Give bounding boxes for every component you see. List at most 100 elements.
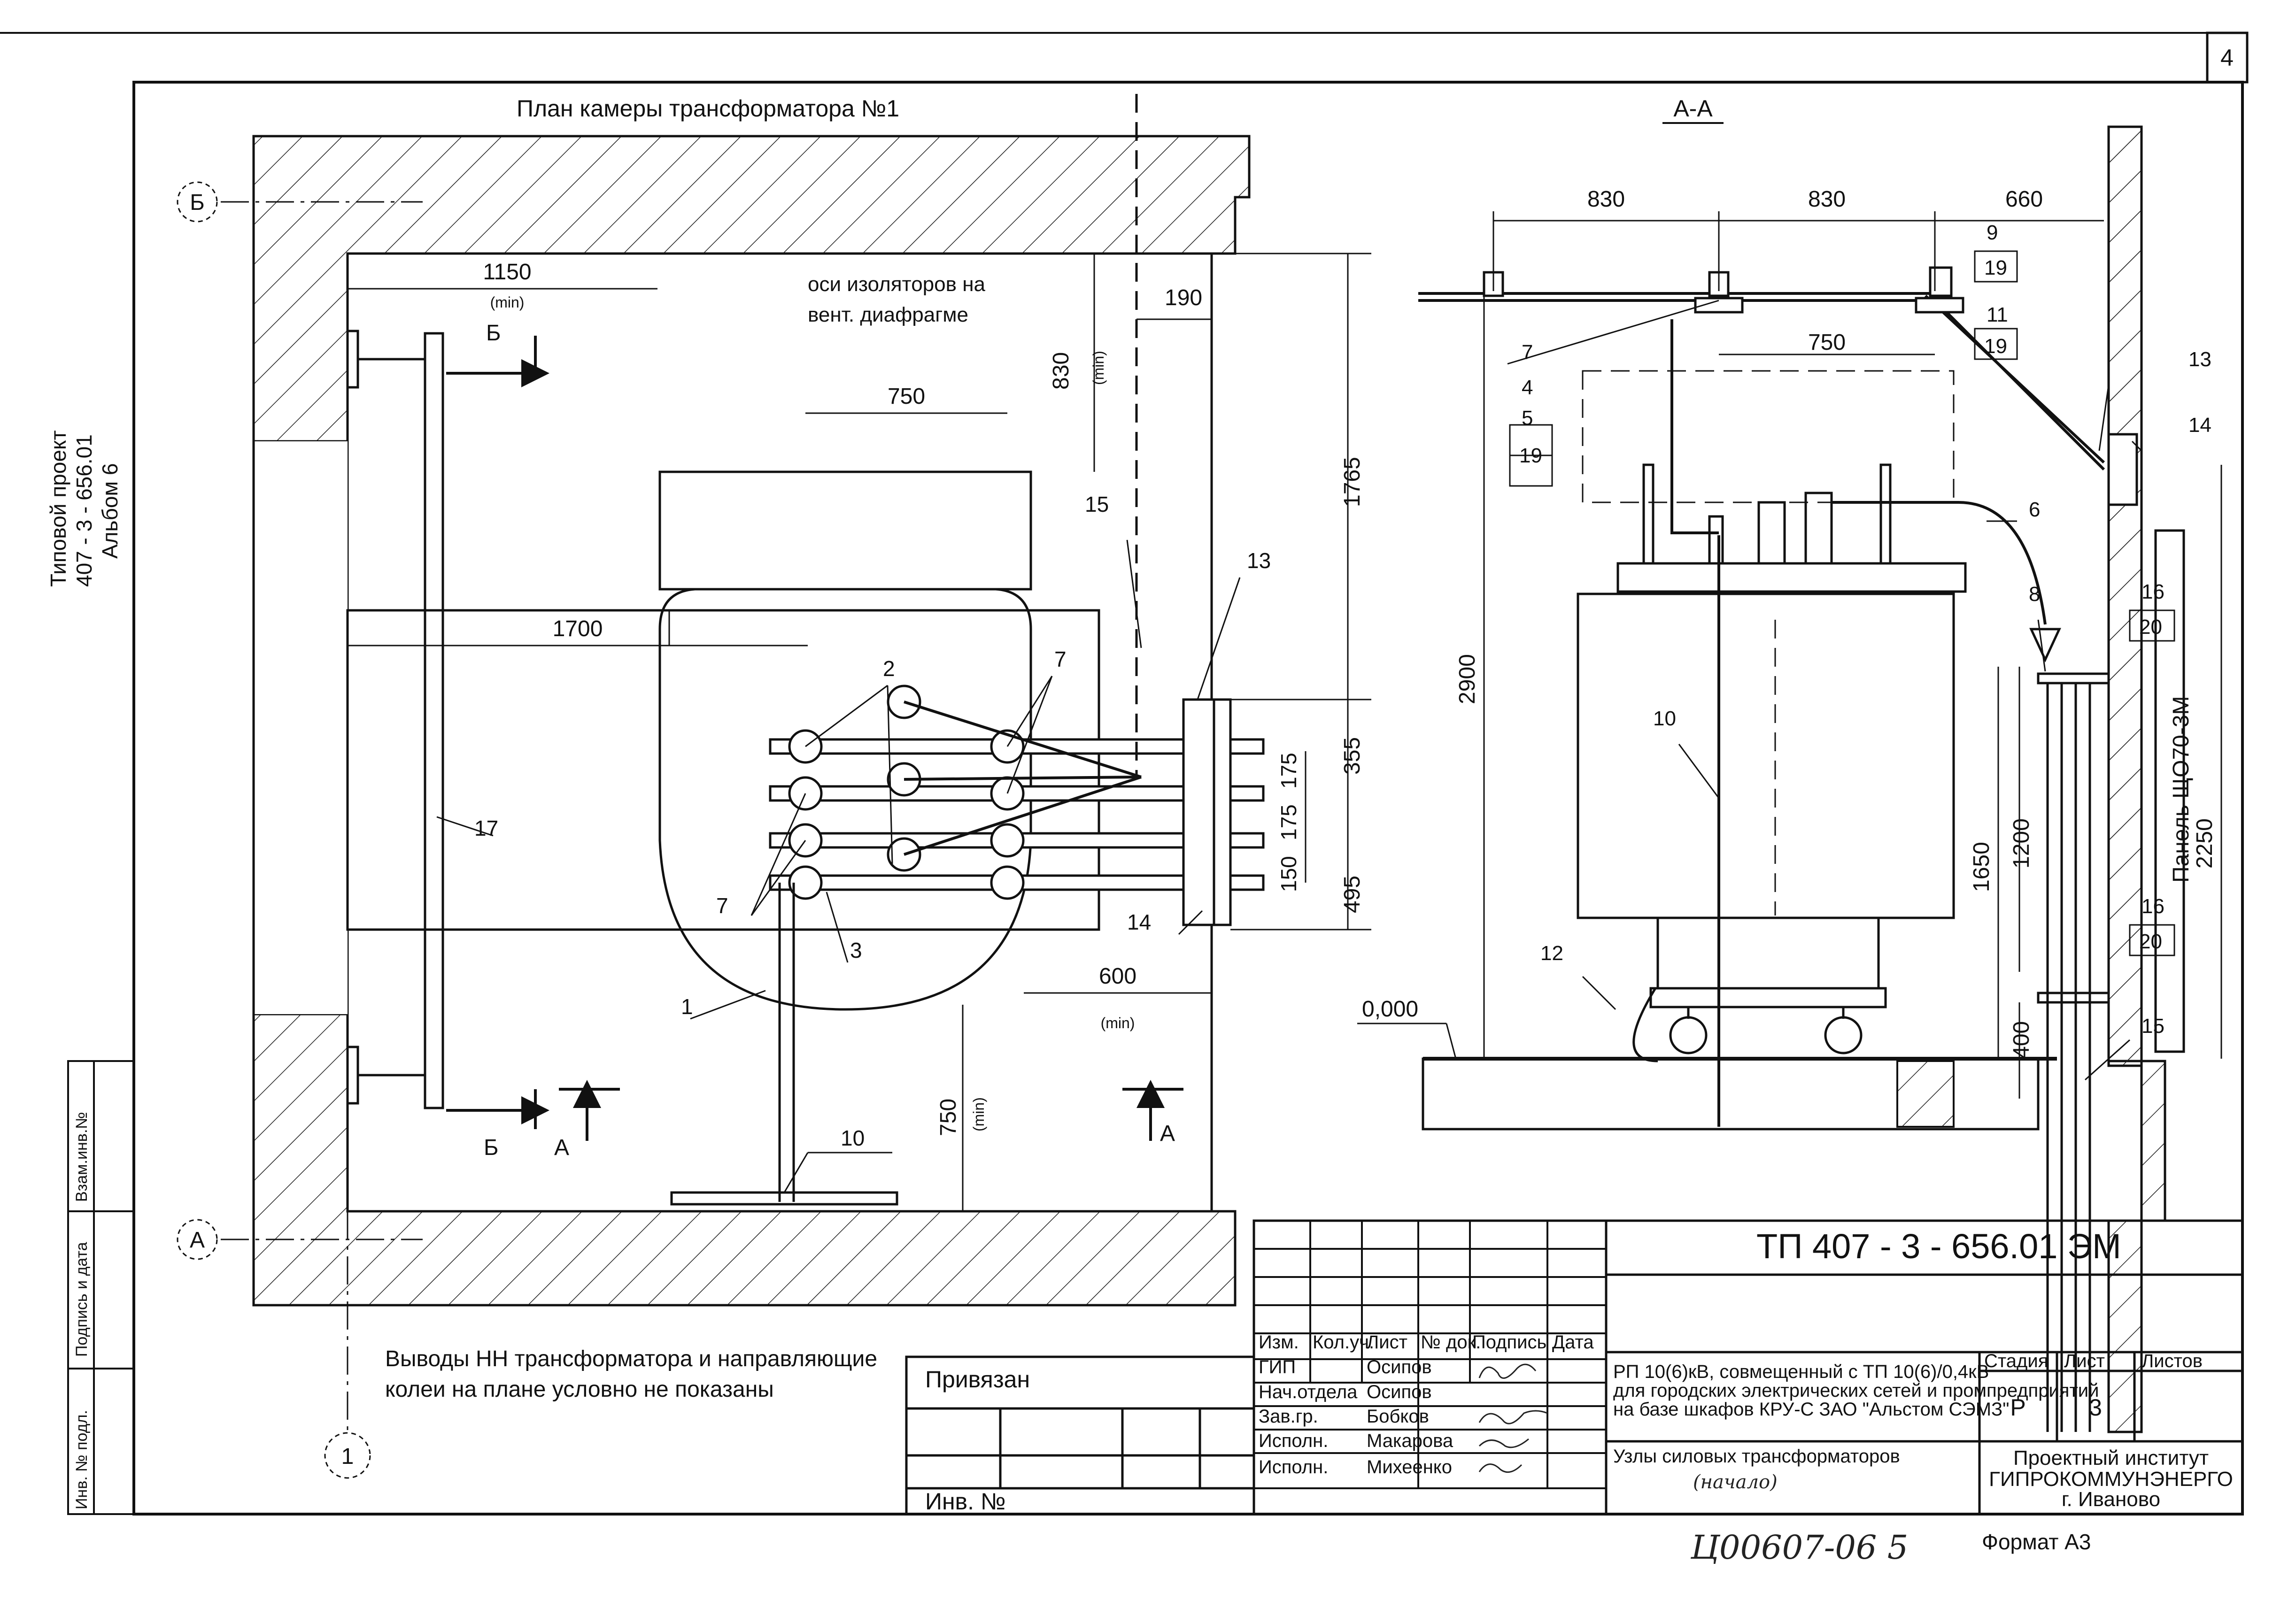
callout-plan-1: 1 [681, 994, 693, 1019]
tb-org-1: Проектный институт [2013, 1446, 2209, 1470]
tb-desc-1: РП 10(6)кВ, совмещенный с ТП 10(6)/0,4кВ [1613, 1362, 1989, 1382]
tb-head-data: Дата [1552, 1332, 1594, 1353]
dim-175a: 175 [1276, 753, 1301, 789]
signatures [1478, 1363, 1548, 1473]
sec-callout-16a: 16 [2141, 580, 2165, 603]
dim-750b: 750 [936, 1099, 961, 1136]
tb-lists-label: Листов [2141, 1351, 2203, 1371]
wall-passage [1182, 698, 1232, 926]
sec-callout-19c: 19 [1519, 444, 1542, 467]
sec-callout-16b: 16 [2141, 895, 2165, 918]
sheet-number: 4 [2220, 45, 2234, 71]
plan-title: План камеры трансформатора №1 [517, 95, 899, 122]
project-line-1: Типовой проект [46, 430, 70, 587]
sec-callout-7: 7 [1522, 341, 1533, 364]
sec-callout-13: 13 [2188, 348, 2211, 371]
tb-role-4: Исполн. [1259, 1457, 1328, 1477]
tb-name-1: Осипов [1367, 1382, 1432, 1402]
tb-desc-2: для городских электрических сетей и пром… [1613, 1380, 2099, 1401]
tb-head-doc: № док. [1421, 1332, 1481, 1353]
tb-name-2: Бобков [1367, 1406, 1429, 1427]
tb-name-3: Макарова [1367, 1431, 1453, 1451]
dim-190: 190 [1165, 285, 1202, 310]
sec-callout-20b: 20 [2139, 930, 2162, 953]
dim-1765: 1765 [1340, 457, 1365, 507]
tb-org-3: г. Иваново [2062, 1488, 2160, 1511]
stamp-vzam: Взам.инв.№ [73, 1112, 91, 1202]
axis-b-marker [177, 181, 218, 223]
dim-495: 495 [1340, 876, 1365, 913]
plan-dimensions [348, 253, 1371, 1211]
dim-min-2: (min) [1090, 351, 1107, 385]
tb-role-2: Зав.гр. [1259, 1406, 1318, 1427]
project-line-2: 407 - 3 - 656.01 [72, 434, 96, 587]
callout-plan-7a: 7 [716, 893, 728, 918]
transformer-plan [346, 470, 1100, 1011]
tb-sheet-title-2: (начало) [1693, 1471, 1778, 1493]
callout-plan-13: 13 [1247, 548, 1271, 573]
stamp-podpis: Подпись и дата [73, 1242, 91, 1357]
callout-plan-17: 17 [474, 816, 498, 840]
sec-dim-1200: 1200 [2009, 818, 2034, 869]
axis-a-marker [177, 1219, 218, 1260]
tb-head-kol: Кол.уч. [1313, 1332, 1374, 1353]
callout-plan-2: 2 [883, 656, 895, 681]
section-dimensions [1483, 211, 2222, 1099]
axis-a-label: А [190, 1228, 205, 1253]
axis-1-marker [324, 1432, 371, 1479]
level-label: 0,000 [1362, 997, 1418, 1022]
sec-callout-5: 5 [1522, 407, 1533, 430]
section-view: А-А [1357, 95, 2222, 1433]
axis-1-label: 1 [341, 1444, 354, 1469]
dim-1150: 1150 [483, 260, 531, 285]
sec-callout-8: 8 [2029, 583, 2040, 606]
tb-role-0: ГИП [1259, 1357, 1296, 1377]
tb-stage: Р [2010, 1394, 2025, 1421]
sec-dim-660: 660 [2005, 187, 2043, 212]
cut-a-left: А [554, 1135, 569, 1160]
dim-750: 750 [888, 384, 925, 409]
dim-1700: 1700 [553, 616, 603, 641]
sec-callout-6: 6 [2029, 498, 2040, 521]
callout-plan-14: 14 [1127, 910, 1151, 934]
dim-600: 600 [1099, 964, 1136, 989]
tb-head-izm: Изм. [1259, 1332, 1299, 1353]
tb-inv-no: Инв. № [925, 1488, 1006, 1515]
sec-callout-19b: 19 [1984, 335, 2007, 358]
tb-handwritten-no: Ц00607-06 5 [1690, 1528, 1908, 1567]
dim-355: 355 [1340, 737, 1365, 775]
sec-dim-2900: 2900 [1455, 654, 1480, 704]
stamp-inv-podl: Инв. № подл. [73, 1410, 91, 1509]
left-stamp [67, 1060, 135, 1515]
tb-name-4: Михеенко [1367, 1457, 1452, 1477]
transformer-section [1577, 463, 1967, 1054]
tb-sheet-title-1: Узлы силовых трансформаторов [1613, 1446, 1900, 1467]
note-line-1: Выводы НН трансформатора и направляющие [385, 1346, 877, 1371]
sec-dim-830b: 830 [1808, 187, 1846, 212]
tb-name-0: Осипов [1367, 1357, 1432, 1377]
sec-callout-12: 12 [1540, 942, 1563, 965]
tb-privyazan: Привязан [925, 1366, 1030, 1393]
tb-head-list: Лист [1367, 1332, 1407, 1353]
axis-b-label: Б [190, 190, 205, 215]
dim-min-3: (min) [1101, 1015, 1135, 1031]
dim-150: 150 [1276, 856, 1301, 892]
tb-role-1: Нач.отдела [1259, 1382, 1358, 1402]
tb-list: 3 [2089, 1394, 2102, 1421]
sec-dim-1650: 1650 [1969, 842, 1994, 892]
cut-b-top: Б [486, 321, 501, 346]
sec-callout-9: 9 [1987, 221, 1998, 244]
callout-plan-10: 10 [841, 1126, 865, 1150]
callout-plan-15: 15 [1085, 492, 1109, 516]
section-title: А-А [1673, 95, 1713, 122]
panel-label: Панель ЩО70-3М [2169, 696, 2194, 883]
bus-rail [346, 330, 444, 1109]
tb-desc-3: на базе шкафов КРУ-С ЗАО "Альстом СЭМЗ" [1613, 1399, 2009, 1420]
tb-format: Формат А3 [1982, 1530, 2091, 1554]
sec-callout-19a: 19 [1984, 256, 2007, 279]
insulator-note-1: оси изоляторов на [808, 273, 986, 296]
callout-plan-3: 3 [850, 938, 862, 962]
cut-b-bottom: Б [484, 1135, 499, 1160]
cut-a-right: А [1160, 1121, 1175, 1146]
